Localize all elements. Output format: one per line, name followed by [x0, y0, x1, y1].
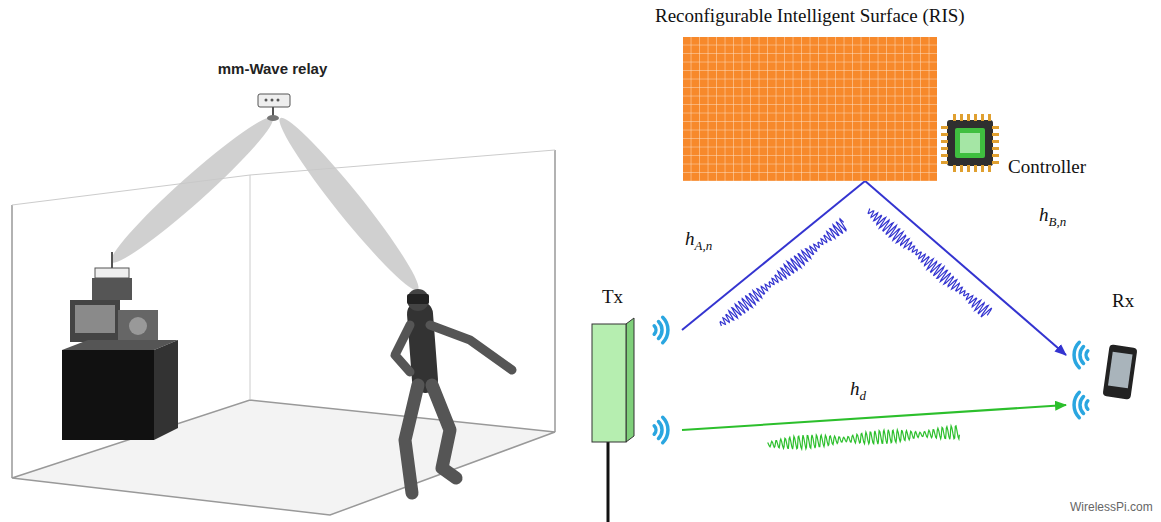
channel-label: hA,n — [683, 228, 714, 254]
controller-chip-shape — [940, 112, 1000, 174]
ris-panel-shape — [683, 37, 937, 181]
rx-phone-shape — [1066, 338, 1138, 422]
channel-arrow — [865, 181, 1066, 355]
signal-waveform — [768, 426, 960, 449]
ris-title: Reconfigurable Intelligent Surface (RIS) — [655, 5, 965, 27]
ris-panel: Reconfigurable Intelligent Surface (RIS) — [683, 37, 937, 181]
channel-arrow — [682, 181, 865, 330]
channel-symbol: h — [685, 228, 695, 249]
relay-label: mm-Wave relay — [200, 60, 345, 77]
channel-subscript: A,n — [695, 238, 713, 253]
tx-label: Tx — [602, 286, 623, 308]
channel-arrow — [682, 405, 1066, 430]
rx-phone: Rx — [1066, 338, 1138, 422]
watermark: WirelessPi.com — [1070, 500, 1153, 514]
channel-subscript: d — [860, 388, 867, 403]
controller-chip: Controller — [940, 112, 1000, 174]
channel-label: hB,n — [1037, 204, 1068, 230]
channel-subscript: B,n — [1049, 214, 1067, 229]
signal-waveform — [720, 219, 846, 326]
channel-label: hd — [848, 378, 868, 404]
controller-label: Controller — [1008, 156, 1086, 178]
channel-symbol: h — [850, 378, 860, 399]
rx-label: Rx — [1112, 290, 1134, 312]
signal-waveform — [868, 209, 992, 318]
tx-antenna-shape — [588, 316, 682, 446]
channel-symbol: h — [1039, 204, 1049, 225]
tx-antenna: Tx — [588, 316, 682, 446]
